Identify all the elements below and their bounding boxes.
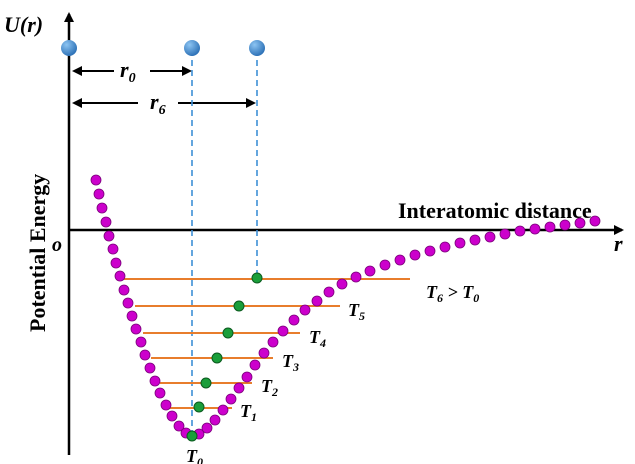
- curve-dot: [249, 359, 261, 371]
- atom-r0: [184, 40, 200, 56]
- curve-dot: [469, 234, 481, 246]
- curve-dot: [589, 215, 601, 227]
- curve-dot: [484, 231, 496, 243]
- curve-dot: [149, 375, 161, 387]
- curve-dot: [323, 286, 335, 298]
- curve-dot: [574, 217, 586, 229]
- label-t3: T3: [282, 351, 299, 374]
- r6-label: r6: [150, 89, 166, 118]
- curve-dot: [114, 270, 126, 282]
- curve-dot: [225, 393, 237, 405]
- curve-dot: [96, 202, 108, 214]
- curve-dot: [350, 271, 362, 283]
- label-t1: T1: [240, 401, 257, 424]
- midpoint-t4: [222, 327, 234, 339]
- curve-dot: [107, 243, 119, 255]
- curve-dot: [118, 284, 130, 296]
- label-t2: T2: [261, 376, 278, 399]
- curve-dot: [217, 404, 229, 416]
- curve-dot: [135, 336, 147, 348]
- label-t6: T6 > T0: [426, 282, 479, 305]
- curve-dot: [90, 174, 102, 186]
- curve-dot: [514, 225, 526, 237]
- curve-dot: [379, 259, 391, 271]
- curve-dot: [144, 362, 156, 374]
- curve-dot: [544, 221, 556, 233]
- x-axis-label: r: [614, 231, 623, 256]
- curve-dot: [166, 410, 178, 422]
- curve-dot: [277, 325, 289, 337]
- curve-dot: [93, 188, 105, 200]
- curve-dot: [267, 336, 279, 348]
- y-axis-title: Potential Energy: [25, 174, 50, 332]
- curve-dot: [409, 249, 421, 261]
- curve-dot: [559, 219, 571, 231]
- curve-dot: [139, 349, 151, 361]
- curve-dot: [100, 216, 112, 228]
- midpoint-t3: [211, 352, 223, 364]
- midpoint-t5: [233, 300, 245, 312]
- origin-label: o: [52, 234, 62, 256]
- curve-dot: [110, 257, 122, 269]
- curve-dot: [288, 314, 300, 326]
- midpoint-t0: [186, 430, 198, 442]
- curve-dot: [201, 422, 213, 434]
- midpoint-t2: [200, 377, 212, 389]
- curve-dot: [173, 420, 185, 432]
- curve-dot: [336, 278, 348, 290]
- atom-origin: [61, 40, 77, 56]
- label-t0: T0: [186, 446, 203, 464]
- curve-dot: [241, 371, 253, 383]
- curve-dot: [454, 237, 466, 249]
- curve-dot: [126, 310, 138, 322]
- curve-dot: [209, 414, 221, 426]
- midpoint-t6: [251, 272, 263, 284]
- midpoint-t1: [193, 401, 205, 413]
- curve-dot: [154, 387, 166, 399]
- curve-dot: [499, 228, 511, 240]
- label-t4: T4: [309, 327, 326, 350]
- x-axis-title: Interatomic distance: [398, 198, 592, 223]
- curve-dot: [130, 323, 142, 335]
- curve-dot: [529, 223, 541, 235]
- curve-dot: [122, 297, 134, 309]
- curve-dot: [258, 347, 270, 359]
- curve-dot: [424, 245, 436, 257]
- curve-dot: [103, 230, 115, 242]
- curve-dot: [160, 399, 172, 411]
- curve-dot: [439, 241, 451, 253]
- curve-dot: [299, 304, 311, 316]
- curve-dot: [233, 382, 245, 394]
- curve-dot: [394, 254, 406, 266]
- y-axis-label: U(r): [4, 12, 43, 37]
- curve-dot: [364, 265, 376, 277]
- curve-dot: [311, 295, 323, 307]
- midpoints: [186, 272, 263, 442]
- atom-r6: [249, 40, 265, 56]
- label-t5: T5: [348, 300, 365, 323]
- r0-label: r0: [120, 57, 136, 86]
